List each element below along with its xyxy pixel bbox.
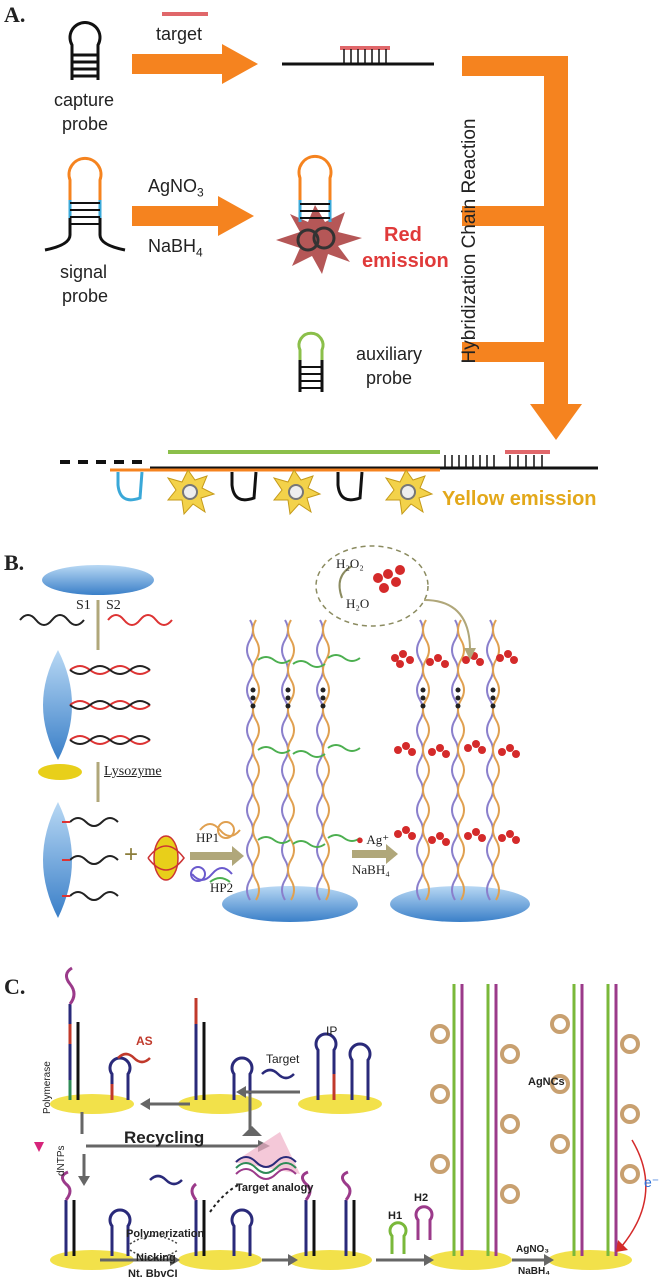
auxiliary-probe-label-1: auxiliary [356,344,423,364]
hp2-label: HP2 [210,880,234,895]
polymerase-label: Polymerase [42,1061,53,1114]
panel-c-graphics [34,966,647,1270]
yellow-emission-label: Yellow emission [442,488,597,510]
hcr-product [60,450,598,516]
hcr-label: Hybridization Chain Reaction [459,118,480,364]
nabh4-c-label: NaBH₄ [518,1266,550,1277]
lysozyme-label: Lysozyme [104,764,162,779]
ag-ion-label: ● Ag⁺ [356,832,390,847]
auxiliary-probe-hairpin [297,331,325,392]
svg-text:+: + [124,841,138,868]
s1-label: S1 [76,598,91,613]
panel-b-graphics: + [19,545,530,922]
auxiliary-probe-label-2: probe [366,368,413,388]
nicking-label: Nicking [136,1252,176,1264]
hp1-label: HP1 [196,830,220,845]
panel-a: A. target capture probe AgNO3 NaBH4 sign… [0,0,667,520]
agno3-label: AgNO3 [148,176,204,200]
ip-label: IP [326,1024,338,1038]
s2-label: S2 [106,598,121,613]
hcr-arrow [462,56,582,440]
panel-c: C. AS Target IP Recycling Polymerase dNT… [0,964,667,1284]
capture-probe-label-2: probe [62,114,109,134]
signal-probe-hairpin [44,157,126,252]
electrode-side-1 [43,650,72,760]
arrow-capture [132,44,258,84]
capture-probe-label-1: capture [54,90,115,110]
electron-label: e⁻ [644,1174,660,1190]
red-emission-label-2: emission [362,250,449,272]
yellow-clusters [166,469,434,516]
red-emission-label-1: Red [384,224,422,246]
electron-arrow [621,1139,647,1247]
agnc-rings [430,1014,640,1204]
agno3-c-label: AgNO₃ [516,1244,549,1255]
signal-probe-label-1: signal [60,262,108,282]
dntps-label: dNTPs [56,1145,67,1176]
arrow-ag [352,844,398,864]
nabh4-b-label: NaBH₄ [352,862,390,877]
electrode-hcr [222,886,358,922]
red-emitting-probe [276,155,362,274]
signal-probe-label-2: probe [62,286,109,306]
panel-b-label: B. [4,550,25,575]
lysozyme-target [153,835,179,881]
captured-target [282,46,434,66]
ag-nanoclusters [391,650,520,846]
electrode-agncs [390,886,530,922]
recycling-label: Recycling [124,1128,205,1147]
h2-label: H2 [414,1192,429,1204]
capture-probe-hairpin [68,21,102,80]
lysozyme-blob [38,764,82,780]
target-label: target [156,24,203,44]
arrow-hp [190,846,244,866]
panel-b: + [0,540,667,960]
h2o2-label: H₂O₂ [336,556,364,571]
nabh4-label: NaBH4 [148,236,203,260]
panel-c-label: C. [4,974,26,999]
catalysis-circle [315,545,429,627]
panel-a-label: A. [4,2,26,27]
h2o-label: H₂O [346,596,370,611]
as-label: AS [136,1034,153,1048]
target-analogy-label: Target analogy [236,1182,314,1194]
h1-label: H1 [388,1210,403,1222]
panel-a-graphics [44,12,598,516]
polymerization-label: Polymerization [126,1228,205,1240]
electrode-side-2 [43,802,72,918]
agncs-label: AgNCs [528,1076,565,1088]
nt-bbvci-label: Nt. BbvCI [128,1268,178,1280]
electrode-disc-top [42,565,154,595]
target-c-label: Target [266,1052,300,1066]
arrow-signal [132,196,254,236]
